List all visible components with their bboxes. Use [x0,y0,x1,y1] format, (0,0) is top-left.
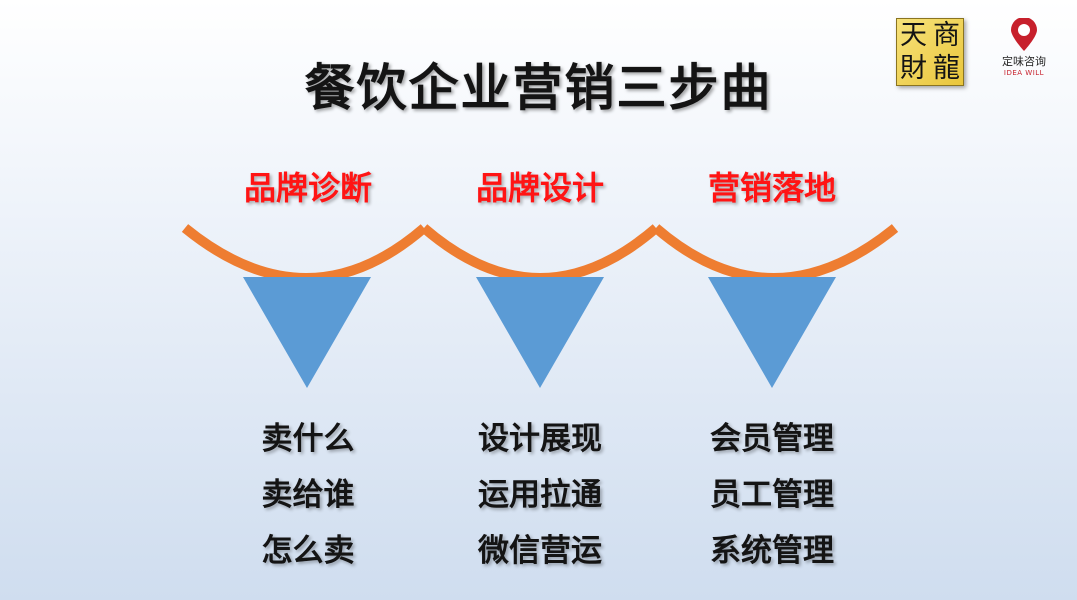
stage-2-item: 运用拉通 [478,477,602,513]
stage-2-triangle [476,277,604,388]
stage-3-item: 会员管理 [710,421,834,457]
stage-3-arc [652,224,899,283]
stage-3-item: 系统管理 [710,533,834,569]
stage-3-item: 员工管理 [710,477,834,513]
logo-char: 天 [900,20,927,51]
stage-1-item: 卖给谁 [261,477,355,513]
stage-1-label: 品牌诊断 [243,169,372,207]
stage-3-triangle [708,277,836,388]
stage-1-item: 怎么卖 [261,533,355,569]
dingwei-logo-en: IDEA WILL [1003,69,1045,77]
stage-2-item: 微信营运 [478,533,602,569]
stage-1-arc [181,224,428,283]
page-title: 餐饮企业营销三步曲 [304,59,773,117]
logo-char: 財 [900,53,927,84]
stage-1-triangle [243,277,371,388]
stage-1-item: 卖什么 [261,421,355,457]
dingwei-logo-cn: 定味咨询 [1002,55,1046,68]
stage-3-label: 营销落地 [707,169,836,207]
location-pin-icon [1011,18,1037,51]
stage-2-item: 设计展现 [478,421,602,457]
stage-2-arc [420,224,660,283]
tianshang-logo: 天 商 財 龍 [896,18,964,86]
logo-char: 商 [933,20,960,51]
logo-char: 龍 [933,53,960,84]
stage-2-label: 品牌设计 [475,169,604,207]
dingwei-logo: 定味咨询 IDEA WILL [996,18,1052,77]
